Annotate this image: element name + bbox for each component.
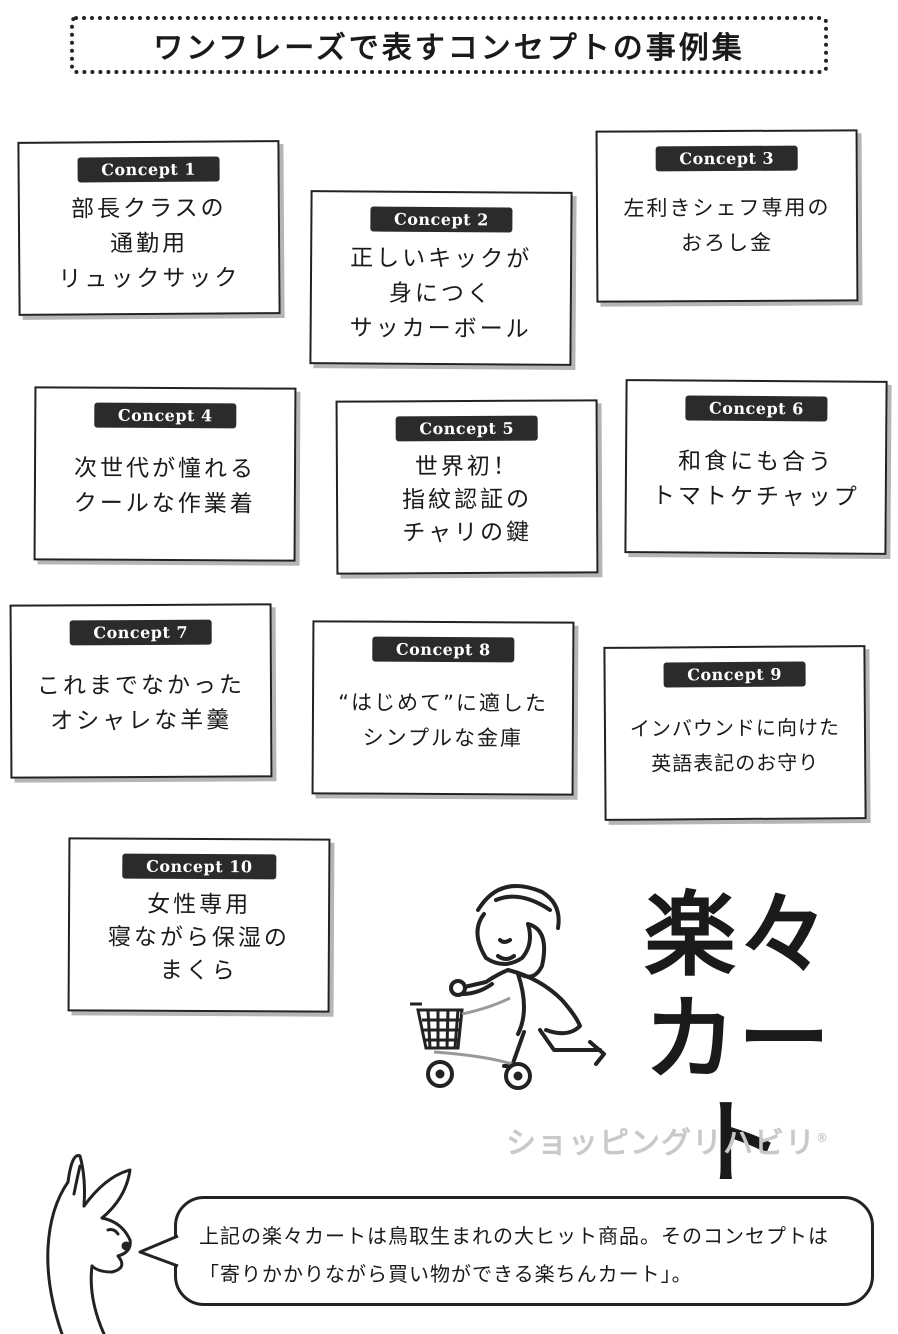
speech-bubble: 上記の楽々カートは鳥取生まれの大ヒット商品。そのコンセプトは「寄りかかりながら買…: [174, 1196, 874, 1306]
concept-badge: Concept 5: [395, 415, 539, 442]
concept-badge: Concept 10: [122, 853, 277, 880]
concept-badge: Concept 3: [655, 145, 799, 172]
concept-text: インバウンドに向けた 英語表記のお守り: [629, 715, 841, 776]
concept-card-6: Concept 6 和食にも合う トマトケチャップ: [624, 379, 888, 555]
concept-badge: Concept 8: [371, 636, 515, 663]
concept-card-2: Concept 2 正しいキックが 身につく サッカーボール: [309, 190, 573, 366]
concept-text: 正しいキックが 身につく サッカーボール: [349, 245, 533, 343]
concept-text: 和食にも合う トマトケチャップ: [651, 448, 860, 511]
concept-text: 女性専用 寝ながら保湿の まくら: [107, 891, 290, 985]
concept-card-5: Concept 5 世界初！ 指紋認証の チャリの鍵: [335, 399, 599, 575]
concept-badge: Concept 9: [663, 661, 807, 688]
concept-card-7: Concept 7 これまでなかった オシャレな羊羹: [9, 603, 273, 779]
logo-subtitle: ショッピングリハビリ®: [506, 1118, 829, 1162]
logo-title-line2: カート: [643, 986, 832, 1197]
concept-card-9: Concept 9 インバウンドに向けた 英語表記のお守り: [603, 645, 867, 821]
logo-title-line1: 楽々: [643, 882, 832, 989]
concept-badge: Concept 1: [77, 156, 221, 183]
page-title: ワンフレーズで表すコンセプトの事例集: [153, 31, 745, 66]
concept-card-4: Concept 4 次世代が憧れる クールな作業着: [33, 386, 297, 562]
concept-text: 左利きシェフ専用の おろし金: [623, 195, 831, 256]
concept-card-1: Concept 1 部長クラスの 通勤用 リュックサック: [17, 140, 281, 316]
page-title-box: ワンフレーズで表すコンセプトの事例集: [70, 16, 828, 74]
concept-card-3: Concept 3 左利きシェフ専用の おろし金: [595, 129, 859, 303]
concept-card-10: Concept 10 女性専用 寝ながら保湿の まくら: [67, 837, 331, 1013]
concept-text: 部長クラスの 通勤用 リュックサック: [58, 195, 241, 293]
concept-badge: Concept 7: [69, 619, 213, 646]
registered-mark: ®: [816, 1131, 829, 1145]
logo-subtitle-text: ショッピングリハビリ: [506, 1126, 816, 1161]
concept-badge: Concept 2: [369, 206, 513, 233]
concept-text: これまでなかった オシャレな羊羹: [36, 672, 246, 735]
speech-tail: [138, 1234, 179, 1268]
concept-badge: Concept 6: [684, 395, 828, 422]
concept-text: “はじめて”に適した シンプルな金庫: [338, 690, 548, 751]
concept-card-8: Concept 8 “はじめて”に適した シンプルな金庫: [311, 620, 575, 796]
concept-text: 世界初！ 指紋認証の チャリの鍵: [402, 453, 533, 547]
woman-with-cart-illustration: [410, 884, 606, 1090]
logo-title: 楽々 カート: [628, 884, 848, 1196]
speech-text: 上記の楽々カートは鳥取生まれの大ヒット商品。そのコンセプトは「寄りかかりながら買…: [199, 1224, 829, 1286]
rabbit-illustration: [46, 1154, 132, 1334]
concept-badge: Concept 4: [93, 402, 237, 429]
concept-text: 次世代が憧れる クールな作業着: [73, 455, 257, 518]
